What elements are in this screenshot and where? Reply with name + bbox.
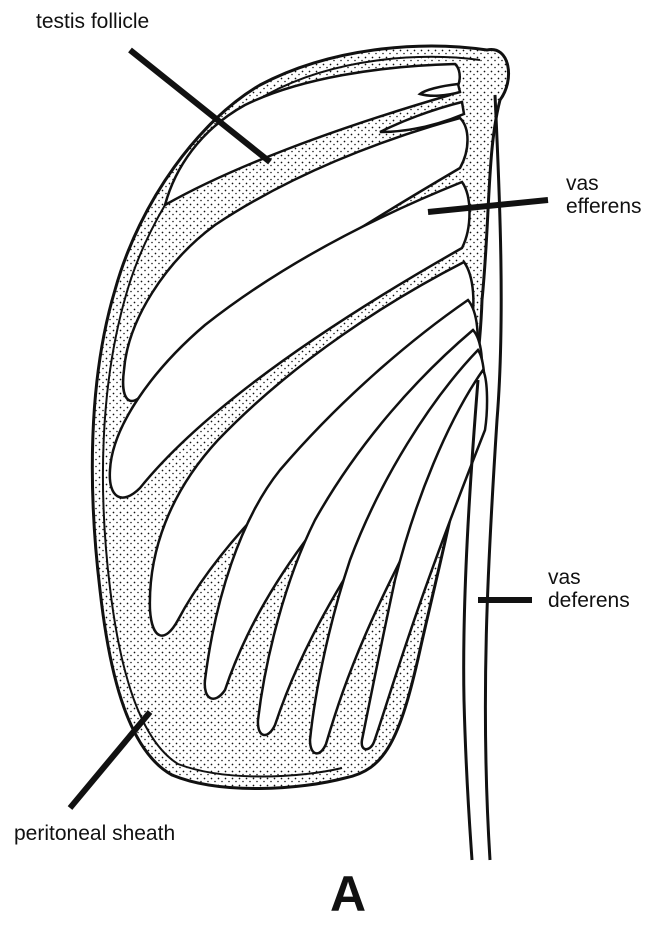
label-peritoneal-sheath: peritoneal sheath bbox=[14, 822, 175, 845]
label-vas-efferens: vas efferens bbox=[566, 172, 642, 218]
panel-label: A bbox=[330, 868, 366, 920]
label-testis-follicle: testis follicle bbox=[36, 10, 149, 33]
pointer-peritoneal-sheath bbox=[70, 712, 150, 808]
label-vas-deferens: vas deferens bbox=[548, 566, 630, 612]
